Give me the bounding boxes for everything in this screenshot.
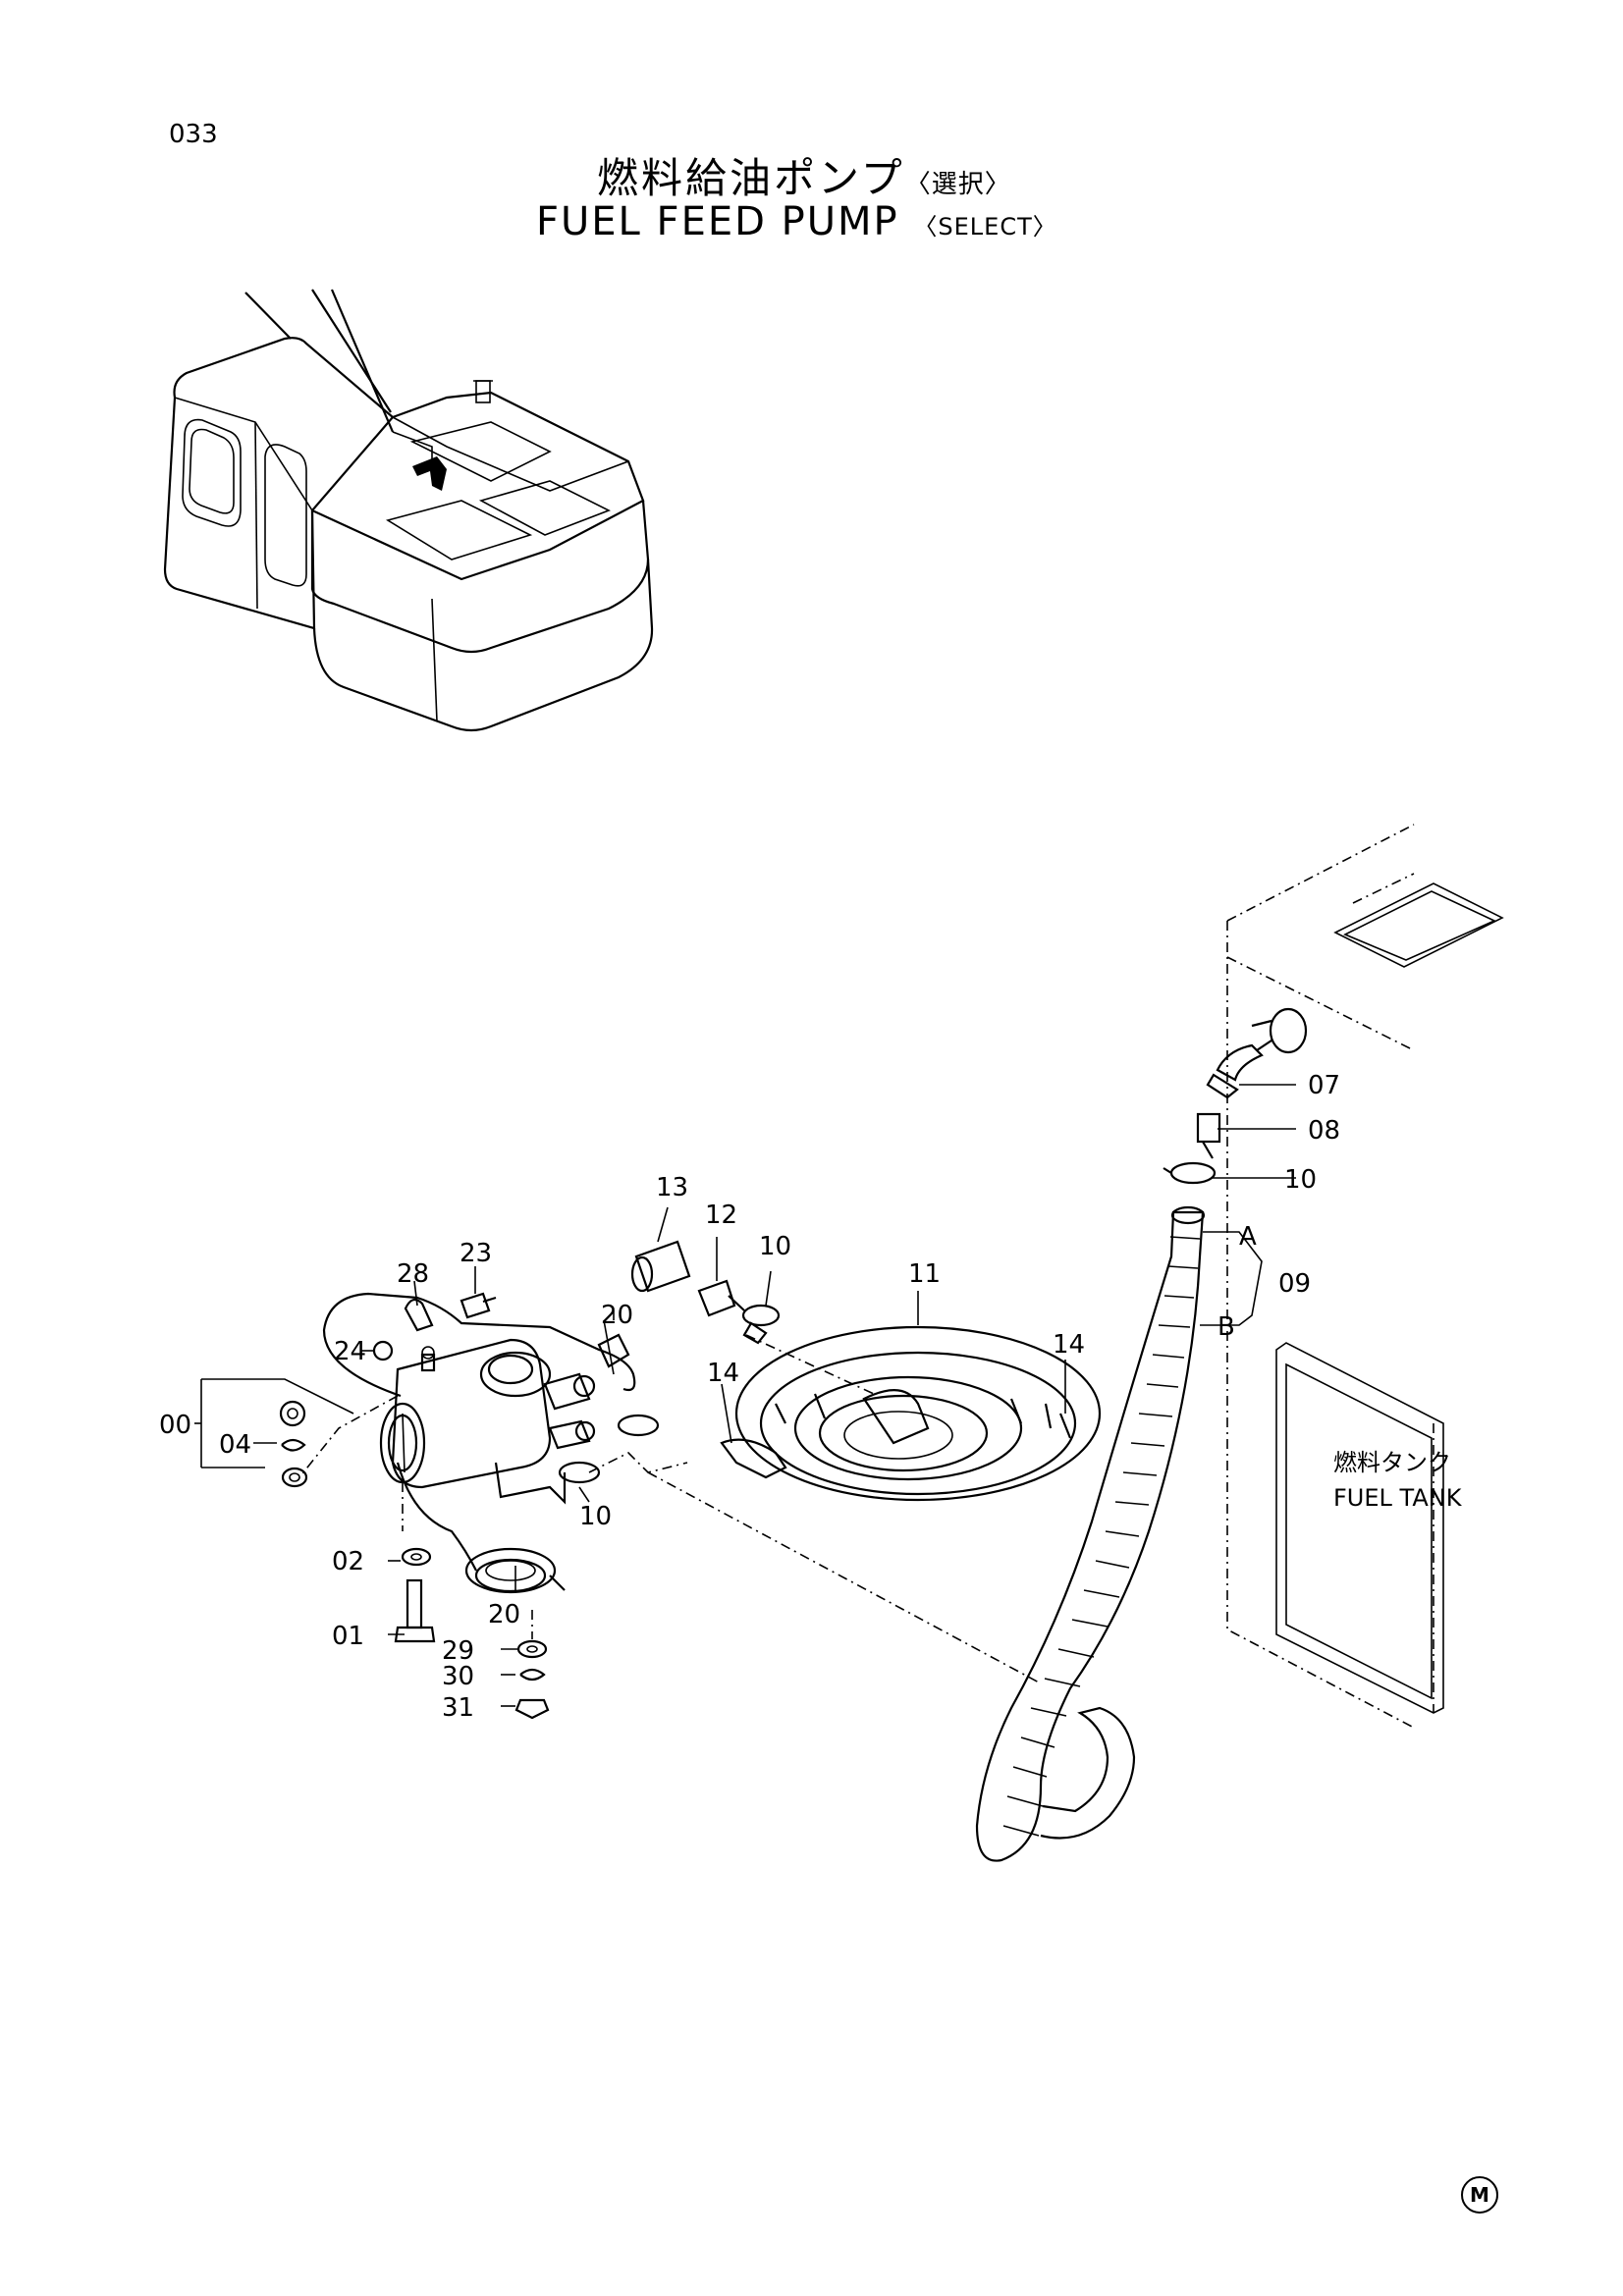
callout-23: 23 (460, 1239, 492, 1268)
callout-13: 13 (656, 1173, 688, 1202)
callout-14-left: 14 (707, 1359, 739, 1388)
callout-08: 08 (1308, 1116, 1340, 1146)
page-title-japanese: 燃料給油ポンプ〈選択〉 (597, 145, 1011, 205)
callout-02: 02 (332, 1547, 364, 1576)
callout-00: 00 (159, 1411, 191, 1440)
callout-31: 31 (442, 1693, 474, 1723)
callout-09: 09 (1278, 1269, 1311, 1299)
callout-A: A (1239, 1222, 1257, 1252)
callout-01: 01 (332, 1622, 364, 1651)
callout-24: 24 (334, 1337, 366, 1366)
callout-10-pump: 10 (579, 1502, 612, 1531)
page-title-english: FUEL FEED PUMP 〈SELECT〉 (536, 199, 1057, 244)
callout-20-connector: 20 (601, 1301, 633, 1330)
tank-label-english: FUEL TANK (1333, 1484, 1463, 1512)
excavator-overview-illustration (163, 289, 654, 732)
coiled-hose-assembly (720, 1325, 1102, 1502)
title-en-suffix: 〈SELECT〉 (913, 213, 1057, 240)
tank-label-japanese: 燃料タンク (1333, 1449, 1451, 1476)
callout-B: B (1217, 1312, 1235, 1342)
callout-10-clamp: 10 (759, 1232, 791, 1261)
title-jp-suffix: 〈選択〉 (904, 170, 1011, 199)
callout-12: 12 (705, 1201, 737, 1230)
fuel-tank-outline: 燃料タンク FUEL TANK (1226, 824, 1504, 1729)
callout-10-tank: 10 (1284, 1165, 1317, 1195)
tank-fittings-and-hose (975, 1007, 1308, 1862)
title-jp-main: 燃料給油ポンプ (597, 154, 905, 202)
title-en-main: FUEL FEED PUMP (536, 199, 899, 244)
callout-14-right: 14 (1053, 1330, 1085, 1360)
fuel-pump-assembly (279, 1240, 1042, 1720)
leader-lines (194, 1084, 1296, 1707)
page-number: 033 (169, 120, 218, 149)
manufacturer-mark: M (1461, 2176, 1498, 2214)
callout-07: 07 (1308, 1071, 1340, 1100)
callout-04: 04 (219, 1430, 251, 1460)
callout-11: 11 (908, 1259, 941, 1289)
callout-30: 30 (442, 1662, 474, 1691)
part-callouts: 00 01 02 04 07 08 09 10 10 10 11 12 13 1… (159, 1071, 1340, 1723)
callout-29: 29 (442, 1636, 474, 1666)
callout-20-wire: 20 (488, 1600, 520, 1629)
callout-28: 28 (397, 1259, 429, 1289)
